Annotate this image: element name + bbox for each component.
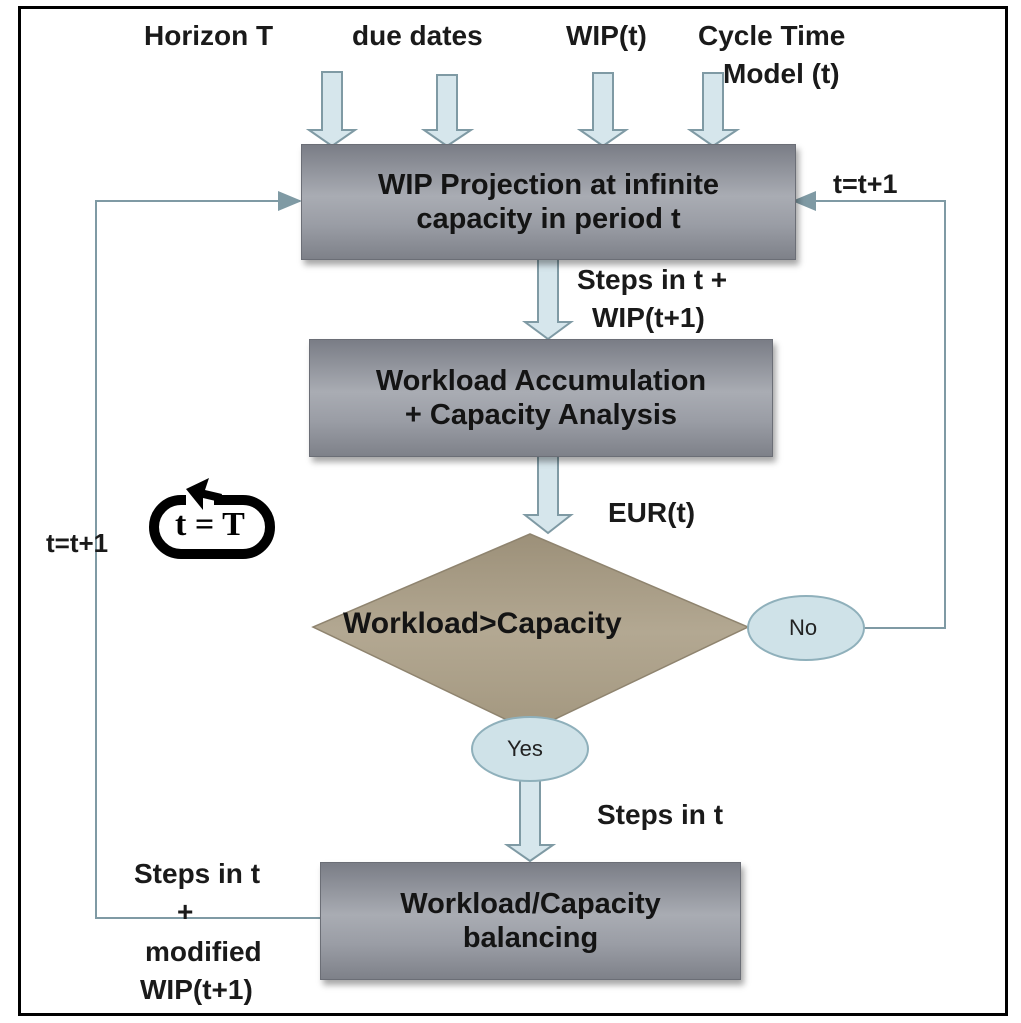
no-ellipse (747, 595, 865, 661)
process-box-workload-balancing-line1: Workload/Capacity (400, 888, 661, 920)
edge-label-modified-line2: + (177, 896, 194, 927)
process-box-wip-projection: WIP Projection at infinite capacity in p… (301, 144, 796, 260)
process-box-workload-balancing: Workload/Capacity balancing (320, 862, 741, 980)
input-arrow-cycle-time (686, 72, 741, 148)
process-box-wip-projection-line2: capacity in period t (416, 203, 681, 235)
process-box-wip-projection-line1: WIP Projection at infinite (377, 169, 720, 201)
connector-no-loop (792, 191, 946, 629)
input-arrow-wip (576, 72, 630, 148)
loop-label-left: t=t+1 (46, 528, 109, 558)
decision-no-label: No (789, 615, 818, 640)
decision-label: Workload>Capacity (343, 607, 622, 640)
connector-balancing-loop (95, 191, 320, 919)
input-label-cycle-time-line1: Cycle Time (698, 20, 846, 51)
decision-yes-label: Yes (507, 736, 543, 761)
loop-label-right: t=t+1 (833, 169, 898, 199)
edge-label-modified-line1: Steps in t (134, 858, 261, 889)
process-box-workload-accumulation: Workload Accumulation + Capacity Analysi… (309, 339, 773, 457)
diagram-frame (18, 6, 1008, 1016)
input-label-cycle-time-line2: Model (t) (723, 58, 840, 89)
input-arrow-due-dates (420, 74, 475, 148)
input-arrow-horizon (305, 71, 359, 148)
process-box-workload-balancing-line2: balancing (462, 922, 599, 954)
edge-label-modified-line4: WIP(t+1) (140, 974, 253, 1005)
edge-label-steps-in-t: Steps in t (597, 799, 724, 830)
input-label-horizon: Horizon T (144, 20, 274, 51)
flow-arrow-yes-to-balancing (503, 779, 557, 863)
loop-icon-label: t = T (175, 506, 245, 543)
edge-label-modified-line3: modified (145, 936, 262, 967)
edge-label-eur: EUR(t) (608, 497, 696, 528)
flow-arrow-accumulation-to-decision (522, 454, 574, 535)
loop-icon (149, 478, 275, 559)
process-box-workload-accumulation-line2: + Capacity Analysis (404, 399, 678, 431)
input-label-due-dates: due dates (352, 20, 483, 51)
edge-label-steps-wip-line2: WIP(t+1) (592, 302, 705, 333)
process-box-workload-accumulation-line1: Workload Accumulation (375, 365, 707, 397)
edge-label-steps-wip-line1: Steps in t + (577, 264, 728, 295)
input-label-wip: WIP(t) (566, 20, 647, 51)
yes-ellipse (471, 716, 589, 782)
flow-arrow-projection-to-accumulation (521, 258, 575, 341)
